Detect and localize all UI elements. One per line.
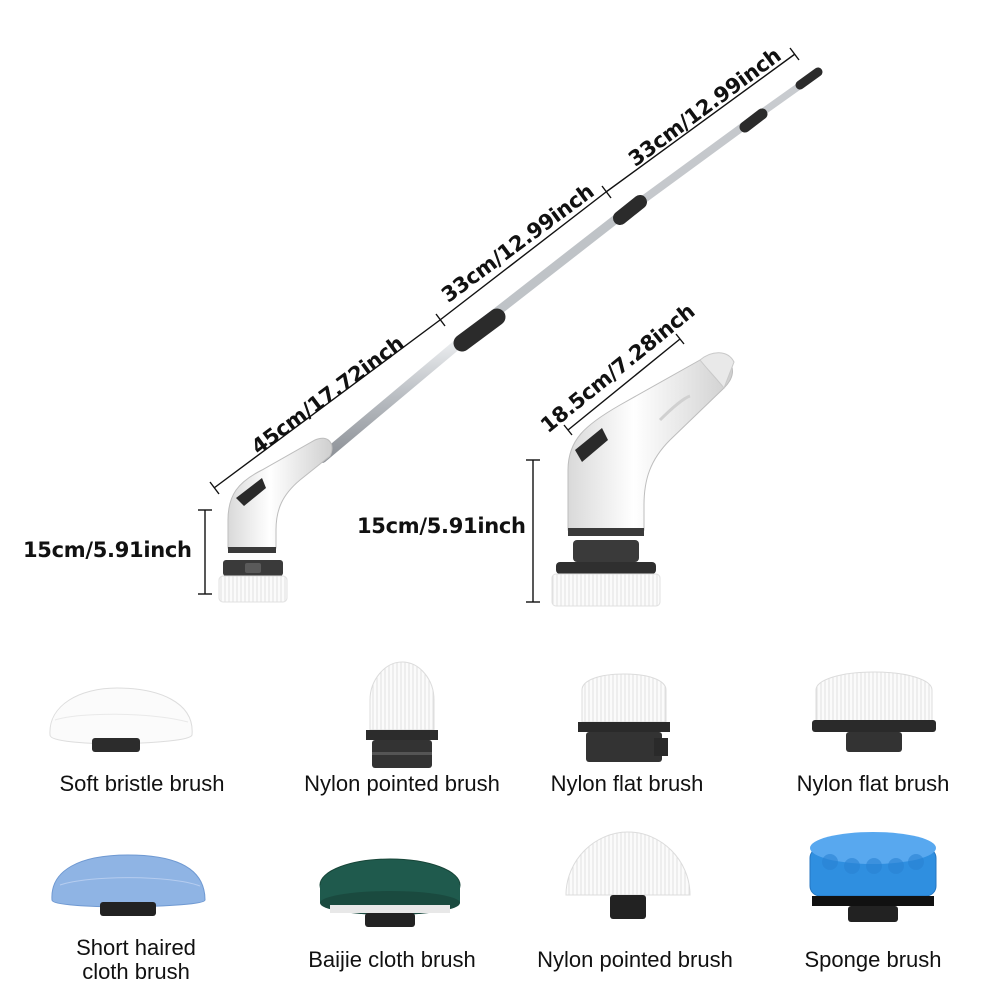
top-cap — [739, 108, 768, 133]
dimension-lines — [198, 47, 800, 603]
caption-nylon-flat-brush-2: Nylon flat brush — [796, 771, 950, 796]
caption-nylon-flat-brush-1: Nylon flat brush — [550, 771, 704, 796]
brush-head-nylon-pointed-1 — [366, 661, 438, 768]
upper-pole — [636, 116, 756, 206]
long-handle-scrubber — [218, 67, 823, 603]
handheld-head — [551, 352, 735, 607]
brush-head-short-haired-cloth — [51, 854, 206, 916]
motor-body — [227, 437, 333, 549]
caption-baijie-cloth-brush: Baijie cloth brush — [308, 947, 476, 972]
brush-head-sponge — [809, 832, 937, 922]
middle-pole — [475, 207, 630, 330]
label-head-height-right: 15cm/5.91inch — [357, 514, 526, 538]
lower-pole — [317, 333, 470, 463]
brush-head-nylon-flat-1 — [578, 673, 670, 762]
caption-sponge-brush: Sponge brush — [804, 947, 942, 972]
caption-nylon-pointed-brush-2: Nylon pointed brush — [537, 947, 733, 972]
caption-soft-bristle-brush: Soft bristle brush — [59, 771, 225, 796]
brush-head-soft-bristle — [49, 687, 193, 752]
brush-head-baijie-cloth — [319, 858, 461, 927]
lower-lock-ring — [453, 308, 506, 352]
caption-short-haired-cloth-brush: Short haired cloth brush — [76, 935, 196, 984]
brush-head-nylon-pointed-2 — [565, 831, 691, 919]
upper-lock-ring — [613, 195, 647, 225]
label-head-height-left: 15cm/5.91inch — [23, 538, 192, 562]
caption-nylon-pointed-brush-1: Nylon pointed brush — [304, 771, 500, 796]
brush-head-nylon-flat-2 — [812, 671, 936, 752]
brush-bristles — [218, 575, 288, 603]
